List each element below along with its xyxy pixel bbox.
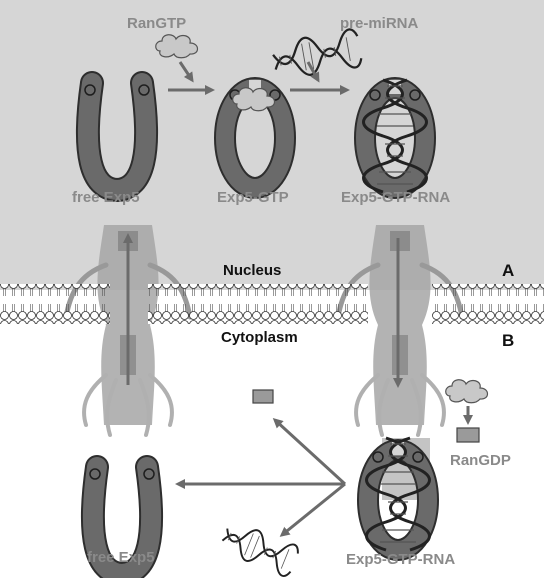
nucleus-label: Nucleus <box>223 263 281 278</box>
pre-mirna-label: pre-miRNA <box>340 16 418 31</box>
membrane-middle <box>148 284 368 324</box>
free-exp5-top-label: free Exp5 <box>72 190 140 205</box>
exp5-gtp-rna-bottom-label: Exp5-GTP-RNA <box>346 552 455 567</box>
ran-gdp-label: RanGDP <box>450 453 511 468</box>
panel-a-label: A <box>502 262 514 279</box>
membrane-right <box>432 284 544 324</box>
membrane-left <box>0 284 110 324</box>
ran-gtp-label: RanGTP <box>127 16 186 31</box>
ran-gdp-block <box>457 428 479 442</box>
exp5-gtp-label: Exp5-GTP <box>217 190 289 205</box>
cytoplasm-label: Cytoplasm <box>221 330 298 345</box>
free-exp5-bottom-label: free Exp5 <box>87 550 155 565</box>
exp5-gtp-rna-top-label: Exp5-GTP-RNA <box>341 190 450 205</box>
panel-b-label: B <box>502 332 514 349</box>
released-ran-block <box>253 390 273 403</box>
